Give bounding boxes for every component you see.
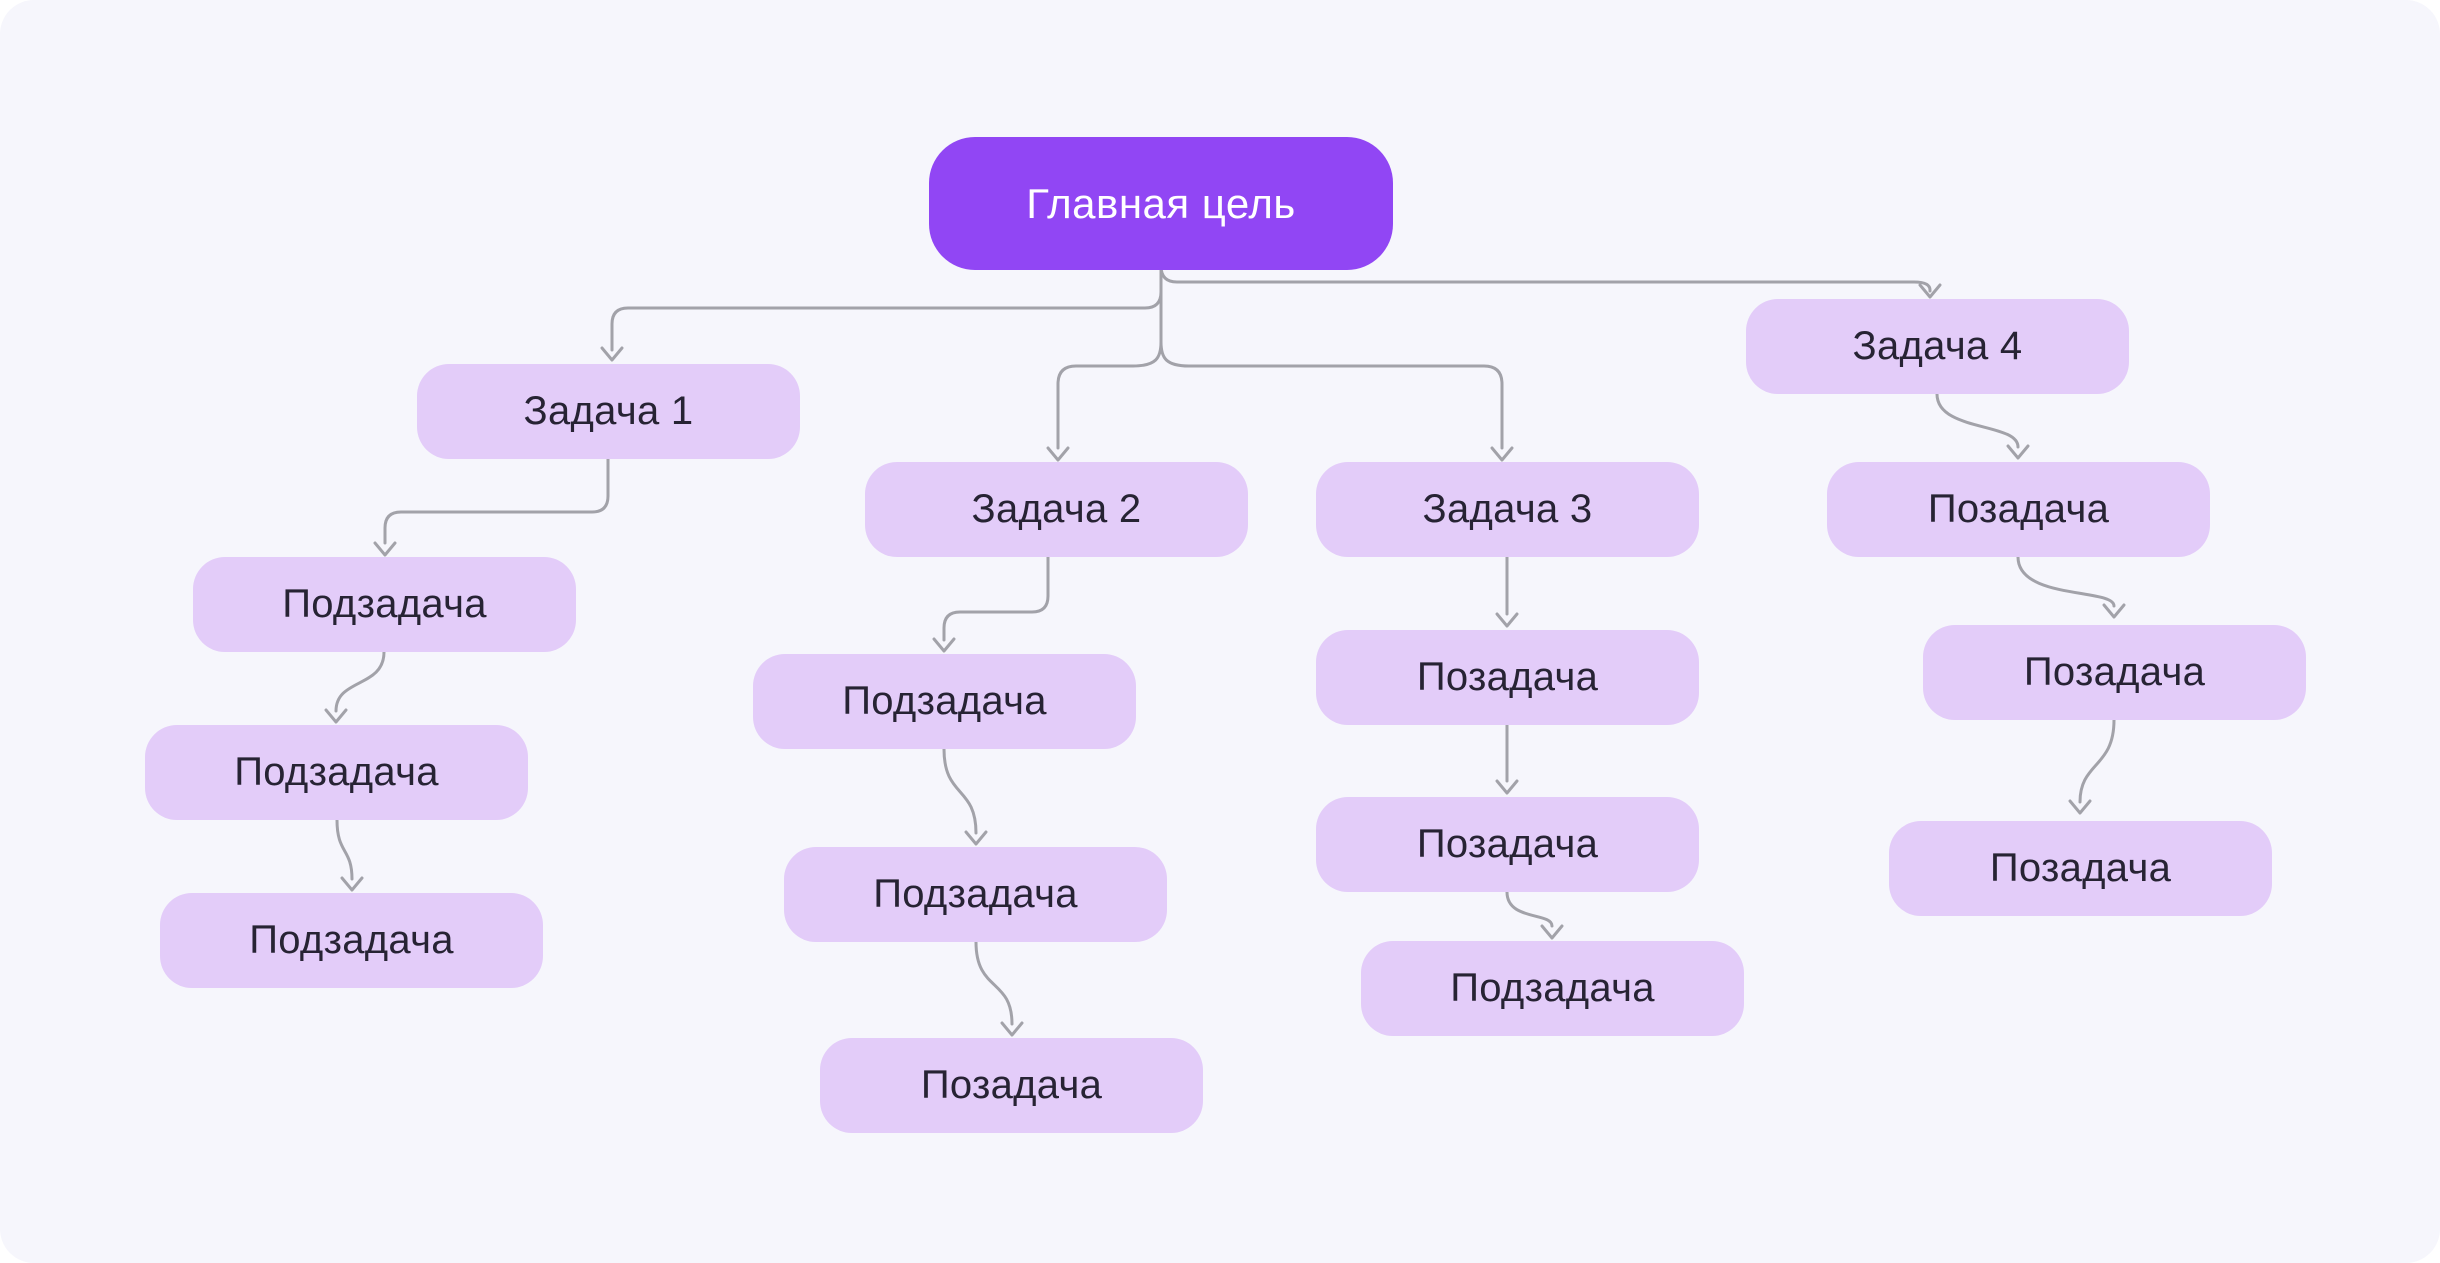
node-task-3[interactable]: Задача 3 (1316, 462, 1699, 557)
node-task-1[interactable]: Задача 1 (417, 364, 800, 459)
arrowhead-task1-sub2 (324, 708, 348, 724)
node-task-3-sub-3[interactable]: Подзадача (1361, 941, 1744, 1036)
arrowhead-task4-sub2 (2102, 603, 2126, 619)
edge-task1-sub1 (383, 455, 610, 545)
arrowhead-task2-sub3 (1000, 1021, 1024, 1037)
node-task-1-sub-2[interactable]: Подзадача (145, 725, 528, 820)
edge-main-task2 (1056, 340, 1163, 450)
edge-task4-sub3 (2078, 718, 2116, 804)
node-task-3-sub-1[interactable]: Позадача (1316, 630, 1699, 725)
edge-task2-sub1 (942, 555, 1050, 642)
arrowhead-task1-sub3 (340, 876, 364, 892)
node-task-4-sub-2[interactable]: Позадача (1923, 625, 2306, 720)
arrowhead-task3-sub2 (1495, 779, 1519, 795)
arrowhead-task4-sub1 (2006, 444, 2030, 460)
node-task-2-sub-1[interactable]: Подзадача (753, 654, 1136, 749)
arrowhead-task2-sub1 (932, 637, 956, 653)
node-task-2-sub-3[interactable]: Позадача (820, 1038, 1203, 1133)
edge-task4-sub1 (1935, 392, 2020, 449)
arrowhead-task1 (600, 346, 624, 362)
arrowhead-task3-sub3 (1540, 924, 1564, 940)
edge-main-task4 (1159, 264, 1932, 293)
arrowhead-task2-sub2 (964, 830, 988, 846)
edge-task4-sub2 (2016, 555, 2116, 608)
edge-task1-sub2 (334, 650, 386, 713)
node-task-3-sub-2[interactable]: Позадача (1316, 797, 1699, 892)
node-task-4-sub-1[interactable]: Позадача (1827, 462, 2210, 557)
arrowhead-task3-sub1 (1495, 612, 1519, 628)
node-task-2[interactable]: Задача 2 (865, 462, 1248, 557)
arrowhead-task3 (1490, 446, 1514, 462)
arrowhead-task1-sub1 (373, 541, 397, 557)
node-task-1-sub-3[interactable]: Подзадача (160, 893, 543, 988)
node-task-4[interactable]: Задача 4 (1746, 299, 2129, 394)
arrowhead-task4-sub3 (2068, 799, 2092, 815)
node-task-1-sub-1[interactable]: Подзадача (193, 557, 576, 652)
edge-task2-sub2 (942, 747, 978, 835)
arrowhead-task4 (1918, 283, 1942, 299)
node-main-goal[interactable]: Главная цель (929, 137, 1393, 270)
edge-task2-sub3 (974, 940, 1014, 1026)
edge-task3-sub3 (1505, 890, 1554, 928)
edge-task1-sub3 (335, 818, 354, 881)
node-task-2-sub-2[interactable]: Подзадача (784, 847, 1167, 942)
arrowhead-task2 (1046, 446, 1070, 462)
edge-main-task1 (610, 290, 1163, 352)
node-task-4-sub-3[interactable]: Позадача (1889, 821, 2272, 916)
edge-main-task3 (1159, 340, 1504, 450)
